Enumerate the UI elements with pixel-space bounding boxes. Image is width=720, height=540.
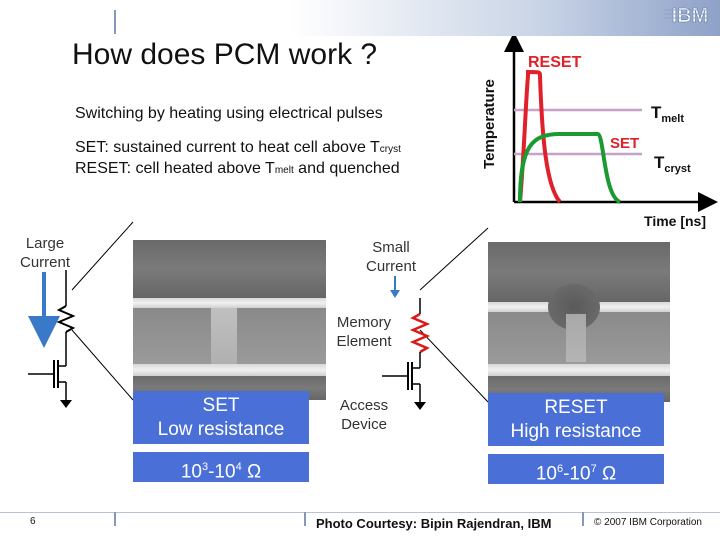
set-ground-icon (60, 400, 72, 408)
reset-resistor-icon (409, 312, 431, 354)
reset-pulse (518, 69, 562, 204)
x-axis-label: Time [ns] (644, 213, 706, 229)
reset-range-unit: Ω (596, 463, 617, 485)
set-state-box: SET Low resistance (133, 391, 309, 444)
set-state-label: SET (202, 395, 240, 416)
pulse-diagram: Temperature Time [ns] RESET SET Tmelt Tc… (481, 36, 718, 229)
tmelt-sub: melt (661, 113, 684, 125)
set-label: SET (610, 135, 639, 152)
small-current-label: Small Current (365, 239, 417, 275)
bullet-switching: Switching by heating using electrical pu… (75, 105, 383, 122)
bullet-set-sub: cryst (379, 144, 401, 155)
reset-range-box: 106-107 Ω (488, 454, 664, 484)
footer-bar-right (582, 512, 584, 526)
bullet-reset: RESET: cell heated above Tmelt and quenc… (75, 160, 400, 178)
y-axis-label: Temperature (481, 79, 498, 169)
copyright: © 2007 IBM Corporation (594, 517, 702, 528)
reset-state-label: RESET (544, 397, 608, 418)
tmelt-label: Tmelt (651, 103, 684, 125)
reset-resistance-label: High resistance (510, 421, 642, 442)
reset-ground-icon (414, 402, 426, 410)
reset-circuit (382, 298, 431, 410)
bullet-reset-suffix: and quenched (293, 160, 400, 177)
tcryst-sub: cryst (664, 163, 691, 175)
tcryst-label: Tcryst (654, 153, 691, 175)
set-circuit (28, 270, 76, 408)
set-range-base: 10 (180, 461, 202, 483)
reset-cell-photo (488, 242, 670, 402)
reset-range-exp1: 6 (556, 463, 564, 475)
large-current-label: Large Current (19, 235, 71, 271)
set-range-exp2: 4 (235, 461, 242, 473)
reset-label: RESET (528, 54, 582, 71)
set-resistor-icon (56, 305, 76, 333)
footer-divider (0, 512, 720, 513)
set-resistance-label: Low resistance (157, 419, 285, 440)
bullet-set: SET: sustained current to heat cell abov… (75, 139, 401, 157)
reset-state-box: RESET High resistance (488, 393, 664, 446)
bullet-reset-text: RESET: cell heated above T (75, 160, 275, 177)
set-pulse (518, 132, 622, 204)
set-range-sep: -10 (208, 461, 236, 483)
reset-range-sep: -10 (563, 463, 591, 485)
header-divider (114, 10, 116, 34)
set-range-unit: Ω (241, 461, 262, 483)
reset-range-exp2: 7 (590, 463, 597, 475)
page-number: 6 (30, 516, 36, 527)
photo-credit: Photo Courtesy: Bipin Rajendran, IBM (316, 516, 552, 531)
footer-bar-left (114, 512, 116, 526)
header-bar (0, 0, 720, 36)
ibm-logo: IBM (664, 5, 716, 26)
bullet-reset-sub: melt (274, 165, 294, 176)
bullet-set-text: SET: sustained current to heat cell abov… (75, 139, 380, 156)
memory-element-label: Memory Element (336, 314, 392, 350)
footer-bar-mid (304, 512, 306, 526)
set-range-box: 103-104 Ω (133, 452, 309, 482)
access-device-label: Access Device (339, 397, 389, 433)
small-current-arrow (390, 276, 400, 298)
reset-range-base: 10 (535, 463, 557, 485)
tcryst-t: T (654, 153, 665, 172)
set-range-exp1: 3 (201, 461, 209, 473)
page-title: How does PCM work ? (72, 38, 378, 71)
tmelt-t: T (651, 103, 662, 122)
